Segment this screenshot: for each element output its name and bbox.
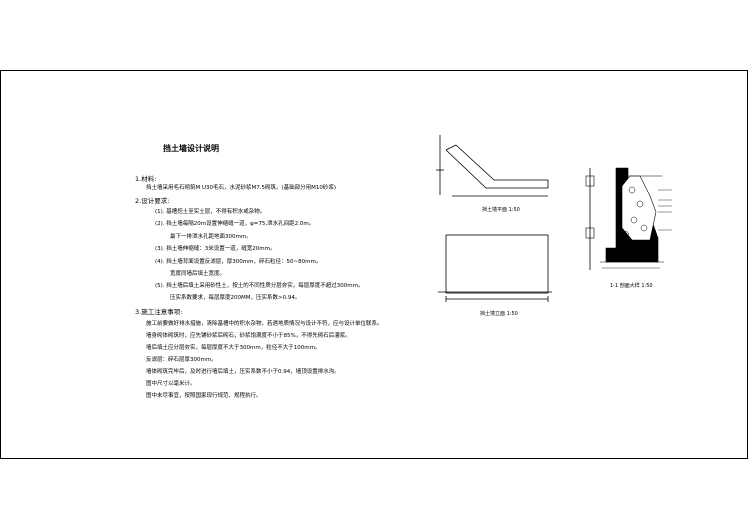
note-line: 反滤层：碎石层厚300mm。 <box>146 357 217 363</box>
section-drawing <box>585 167 672 270</box>
section-2-heading: 2.设计要求: <box>135 197 170 205</box>
requirement-5-cont: 压实系数要求，每层厚度200MM，压实系数>0.94。 <box>170 295 301 301</box>
elevation-caption: 挡土墙立面 1:50 <box>480 311 518 317</box>
section-3-heading: 3.施工注意事项: <box>135 308 183 316</box>
requirement-4: (4). 挡土墙背面设置反滤层，厚300mm，碎石粒径：50~80mm。 <box>155 259 322 265</box>
requirement-2-cont: 最下一排泄水孔距地面300mm。 <box>170 234 252 240</box>
section-caption: 1-1 剖面大样 1:50 <box>610 283 653 289</box>
page-title: 挡土墙设计说明 <box>163 144 219 153</box>
note-line: 墙后填土应分层夯实，每层厚度不大于300mm，粒径不大于100mm。 <box>146 345 321 351</box>
drawing-frame <box>0 70 748 459</box>
requirement-1: (1). 基槽挖土至实土层，不得有积水或杂物。 <box>155 209 266 215</box>
requirement-3: (3). 挡土墙伸缩缝：3米设置一道，缝宽20mm。 <box>155 246 276 252</box>
note-line: 施工前要做好排水措施，清除基槽中的积水杂物，若遇地质情况与设计不符，应与设计单位… <box>146 321 383 327</box>
plan-caption: 挡土墙平面 1:50 <box>482 207 520 213</box>
plan-drawing <box>436 135 549 197</box>
elevation-drawing <box>438 234 552 302</box>
note-line: 墙身砌体砌筑时，应先铺砂浆后砌石，砂浆饱满度不小于85%，不得先砌石后灌浆。 <box>146 333 351 339</box>
requirement-4-cont: 宽度同墙后填土宽度。 <box>170 271 226 277</box>
section-1-heading: 1.材料: <box>135 175 157 183</box>
note-line: 图中尺寸以毫米计。 <box>146 381 196 387</box>
requirement-2: (2). 挡土墙每隔20m设置伸缩缝一道，φ=75,泄水孔间距2.0m。 <box>155 221 315 227</box>
section-1-text: 挡土墙采用毛石砌筑M U30毛石，水泥砂浆M7.5砌筑。(基础部分用M10砂浆) <box>146 185 337 191</box>
note-line: 图中未尽事宜，按照国家现行规范、规程执行。 <box>146 393 262 399</box>
note-line: 墙体砌筑完毕后，及时进行墙后填土，压实系数不小于0.94，墙顶设置排水沟。 <box>146 369 340 375</box>
requirement-5: (5). 挡土墙后填土采用砂性土，按土的不同性质分层夯实，每层厚度不超过300m… <box>155 283 364 289</box>
